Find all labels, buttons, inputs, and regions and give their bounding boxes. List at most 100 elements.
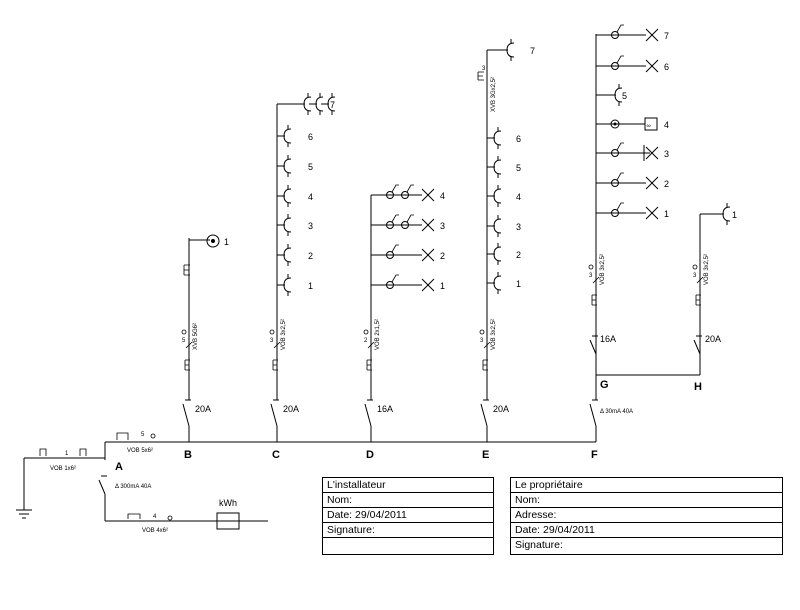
cable-count-label: 5 — [182, 338, 186, 344]
cable-circle — [269, 329, 275, 335]
circuit-E-4: 4 — [516, 192, 521, 202]
cable-tick — [696, 276, 704, 284]
installer-name-field: Nom: — [323, 493, 493, 508]
cable-G — [588, 264, 600, 306]
owner-name-field: Nom: — [511, 493, 782, 508]
switch-circle — [611, 209, 619, 217]
circuit-G-3: 3 — [664, 149, 669, 159]
switch-circle — [386, 251, 394, 259]
socket-arc — [493, 130, 502, 146]
owner-title: Le propriétaire — [511, 478, 782, 493]
cable-E-upper-mark — [477, 71, 484, 81]
cross-G-3 — [645, 146, 659, 160]
terminal-marks — [39, 448, 87, 456]
cable-e-mark — [366, 359, 372, 371]
cable-type-label: VOB 2x1,5² — [375, 319, 381, 350]
lamp-cross — [645, 176, 659, 190]
cable-e-mark — [591, 294, 597, 306]
junction-dot-B — [211, 239, 215, 243]
installer-block: L'installateur Nom: Date: 29/04/2011 Sig… — [322, 477, 494, 555]
cable-circle — [363, 329, 369, 335]
socket-arc — [327, 96, 336, 112]
meter-terminal — [127, 513, 141, 519]
switch-lever — [391, 274, 399, 283]
cable-B-upper-mark — [183, 264, 190, 276]
socket-E-3 — [487, 215, 502, 237]
breaker-blade — [270, 403, 278, 427]
socket-G-5 — [608, 84, 623, 106]
rating-C: 20A — [283, 404, 299, 414]
socket-C-7-multi — [309, 93, 324, 115]
switch-circle — [611, 62, 619, 70]
lamp-G-7 — [596, 24, 659, 42]
bus-terminal — [116, 432, 129, 440]
circuit-C-2: 2 — [308, 251, 313, 261]
cable-count-label: 3 — [589, 273, 593, 279]
socket-E-4 — [487, 185, 502, 207]
circuit-C-1: 1 — [308, 281, 313, 291]
bus-label-A: A — [115, 461, 123, 473]
breaker-D — [364, 399, 373, 432]
circuit-E-2: 2 — [516, 250, 521, 260]
main-cable-count: 1 — [65, 451, 69, 457]
breaker-blade — [589, 403, 597, 427]
switch-circle — [401, 221, 409, 229]
cable-circle — [588, 264, 594, 270]
cable-type-label: XVB 5G6² — [193, 323, 199, 350]
socket-arc — [506, 42, 515, 58]
rating-H: 20A — [705, 334, 721, 344]
breaker-blade — [364, 403, 372, 427]
bus-label-E: E — [482, 449, 489, 461]
owner-block: Le propriétaire Nom: Adresse: Date: 29/0… — [510, 477, 783, 555]
breaker-blade — [589, 339, 597, 355]
installer-blank-row — [323, 538, 493, 552]
switch-circle — [386, 191, 394, 199]
bus-label-G: G — [600, 379, 609, 391]
socket-H-1 — [716, 203, 731, 225]
cable-H — [692, 264, 704, 306]
rating-B: 20A — [195, 404, 211, 414]
socket-arc — [283, 277, 292, 293]
cable-type-label: VOB 3x2,5² — [600, 254, 606, 285]
cable-e-mark — [184, 359, 190, 371]
circuit-D-3: 3 — [440, 221, 445, 231]
lamp-cross — [421, 278, 435, 292]
cable-count-label: 3 — [480, 338, 484, 344]
cable-count-label: 3 — [270, 338, 274, 344]
circuit-E-1: 1 — [516, 279, 521, 289]
breaker-blade — [98, 479, 106, 495]
rating-E: 20A — [493, 404, 509, 414]
circuit-G-1: 1 — [664, 209, 669, 219]
ring-dot-G-4 — [613, 122, 617, 126]
box-glyph-G-4: ∞ — [647, 124, 651, 130]
cable-type-label: VOB 3x2,5² — [491, 319, 497, 350]
meter-cable-circle — [167, 515, 173, 521]
owner-signature-field: Signature: — [515, 539, 563, 551]
cable-e-mark — [272, 359, 278, 371]
circuit-E-6: 6 — [516, 134, 521, 144]
lamp-cross — [421, 218, 435, 232]
meter-cable-label: VOB 4x6² — [142, 528, 168, 534]
switch-circle — [401, 191, 409, 199]
socket-arc — [283, 158, 292, 174]
circuit-D-2: 2 — [440, 251, 445, 261]
switch-lever — [406, 214, 414, 223]
circuit-G-5: 5 — [622, 91, 627, 101]
switch-lever-G-3 — [616, 142, 624, 151]
lamp-D-1 — [371, 274, 435, 292]
bus-label-H: H — [694, 381, 702, 393]
switch-lever — [391, 244, 399, 253]
socket-arc — [493, 159, 502, 175]
socket-C-2 — [277, 244, 292, 266]
circuit-C-4: 4 — [308, 192, 313, 202]
circuit-E-5: 5 — [516, 163, 521, 173]
socket-arc — [614, 87, 623, 103]
circuit-E-7: 7 — [530, 46, 535, 56]
switch-lever — [391, 184, 399, 193]
cable-circle — [692, 264, 698, 270]
lamp-D-4 — [371, 184, 435, 202]
bus-cable-label: VOB 5x6² — [127, 448, 153, 454]
cable-B — [181, 329, 193, 371]
socket-C-6 — [277, 125, 292, 147]
